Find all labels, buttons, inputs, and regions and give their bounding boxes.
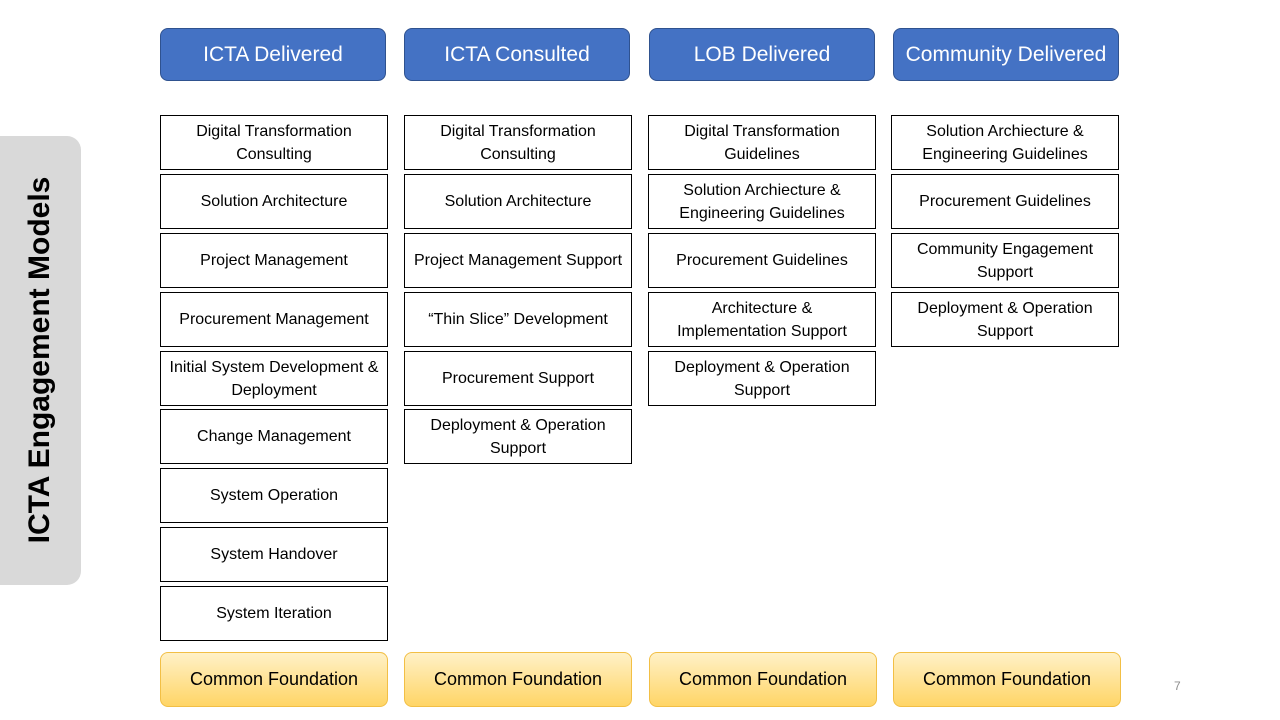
model-item: Change Management	[160, 409, 388, 464]
model-item: Community Engagement Support	[891, 233, 1119, 288]
model-item: Initial System Development & Deployment	[160, 351, 388, 406]
model-item: Digital Transformation Guidelines	[648, 115, 876, 170]
side-title: ICTA Engagement Models	[23, 176, 56, 544]
column-header-1: ICTA Delivered	[160, 28, 386, 81]
model-item: Deployment & Operation Support	[891, 292, 1119, 347]
common-foundation-box: Common Foundation	[649, 652, 877, 707]
model-item: Solution Architecture	[160, 174, 388, 229]
model-item: Digital Transformation Consulting	[404, 115, 632, 170]
model-item: Deployment & Operation Support	[404, 409, 632, 464]
model-item: Project Management	[160, 233, 388, 288]
model-item: “Thin Slice” Development	[404, 292, 632, 347]
model-item: Digital Transformation Consulting	[160, 115, 388, 170]
column-header-3: LOB Delivered	[649, 28, 875, 81]
model-item: System Operation	[160, 468, 388, 523]
model-item: Procurement Guidelines	[648, 233, 876, 288]
column-header-2: ICTA Consulted	[404, 28, 630, 81]
column-header-4: Community Delivered	[893, 28, 1119, 81]
model-item: Architecture & Implementation Support	[648, 292, 876, 347]
page-number: 7	[1174, 679, 1181, 693]
common-foundation-box: Common Foundation	[404, 652, 632, 707]
model-item: Project Management Support	[404, 233, 632, 288]
model-item: Solution Architecture	[404, 174, 632, 229]
common-foundation-box: Common Foundation	[160, 652, 388, 707]
model-item: System Iteration	[160, 586, 388, 641]
model-item: Procurement Guidelines	[891, 174, 1119, 229]
model-item: Solution Archiecture & Engineering Guide…	[648, 174, 876, 229]
side-tab	[0, 136, 81, 585]
model-item: Procurement Support	[404, 351, 632, 406]
model-item: System Handover	[160, 527, 388, 582]
model-item: Solution Archiecture & Engineering Guide…	[891, 115, 1119, 170]
model-item: Deployment & Operation Support	[648, 351, 876, 406]
common-foundation-box: Common Foundation	[893, 652, 1121, 707]
model-item: Procurement Management	[160, 292, 388, 347]
